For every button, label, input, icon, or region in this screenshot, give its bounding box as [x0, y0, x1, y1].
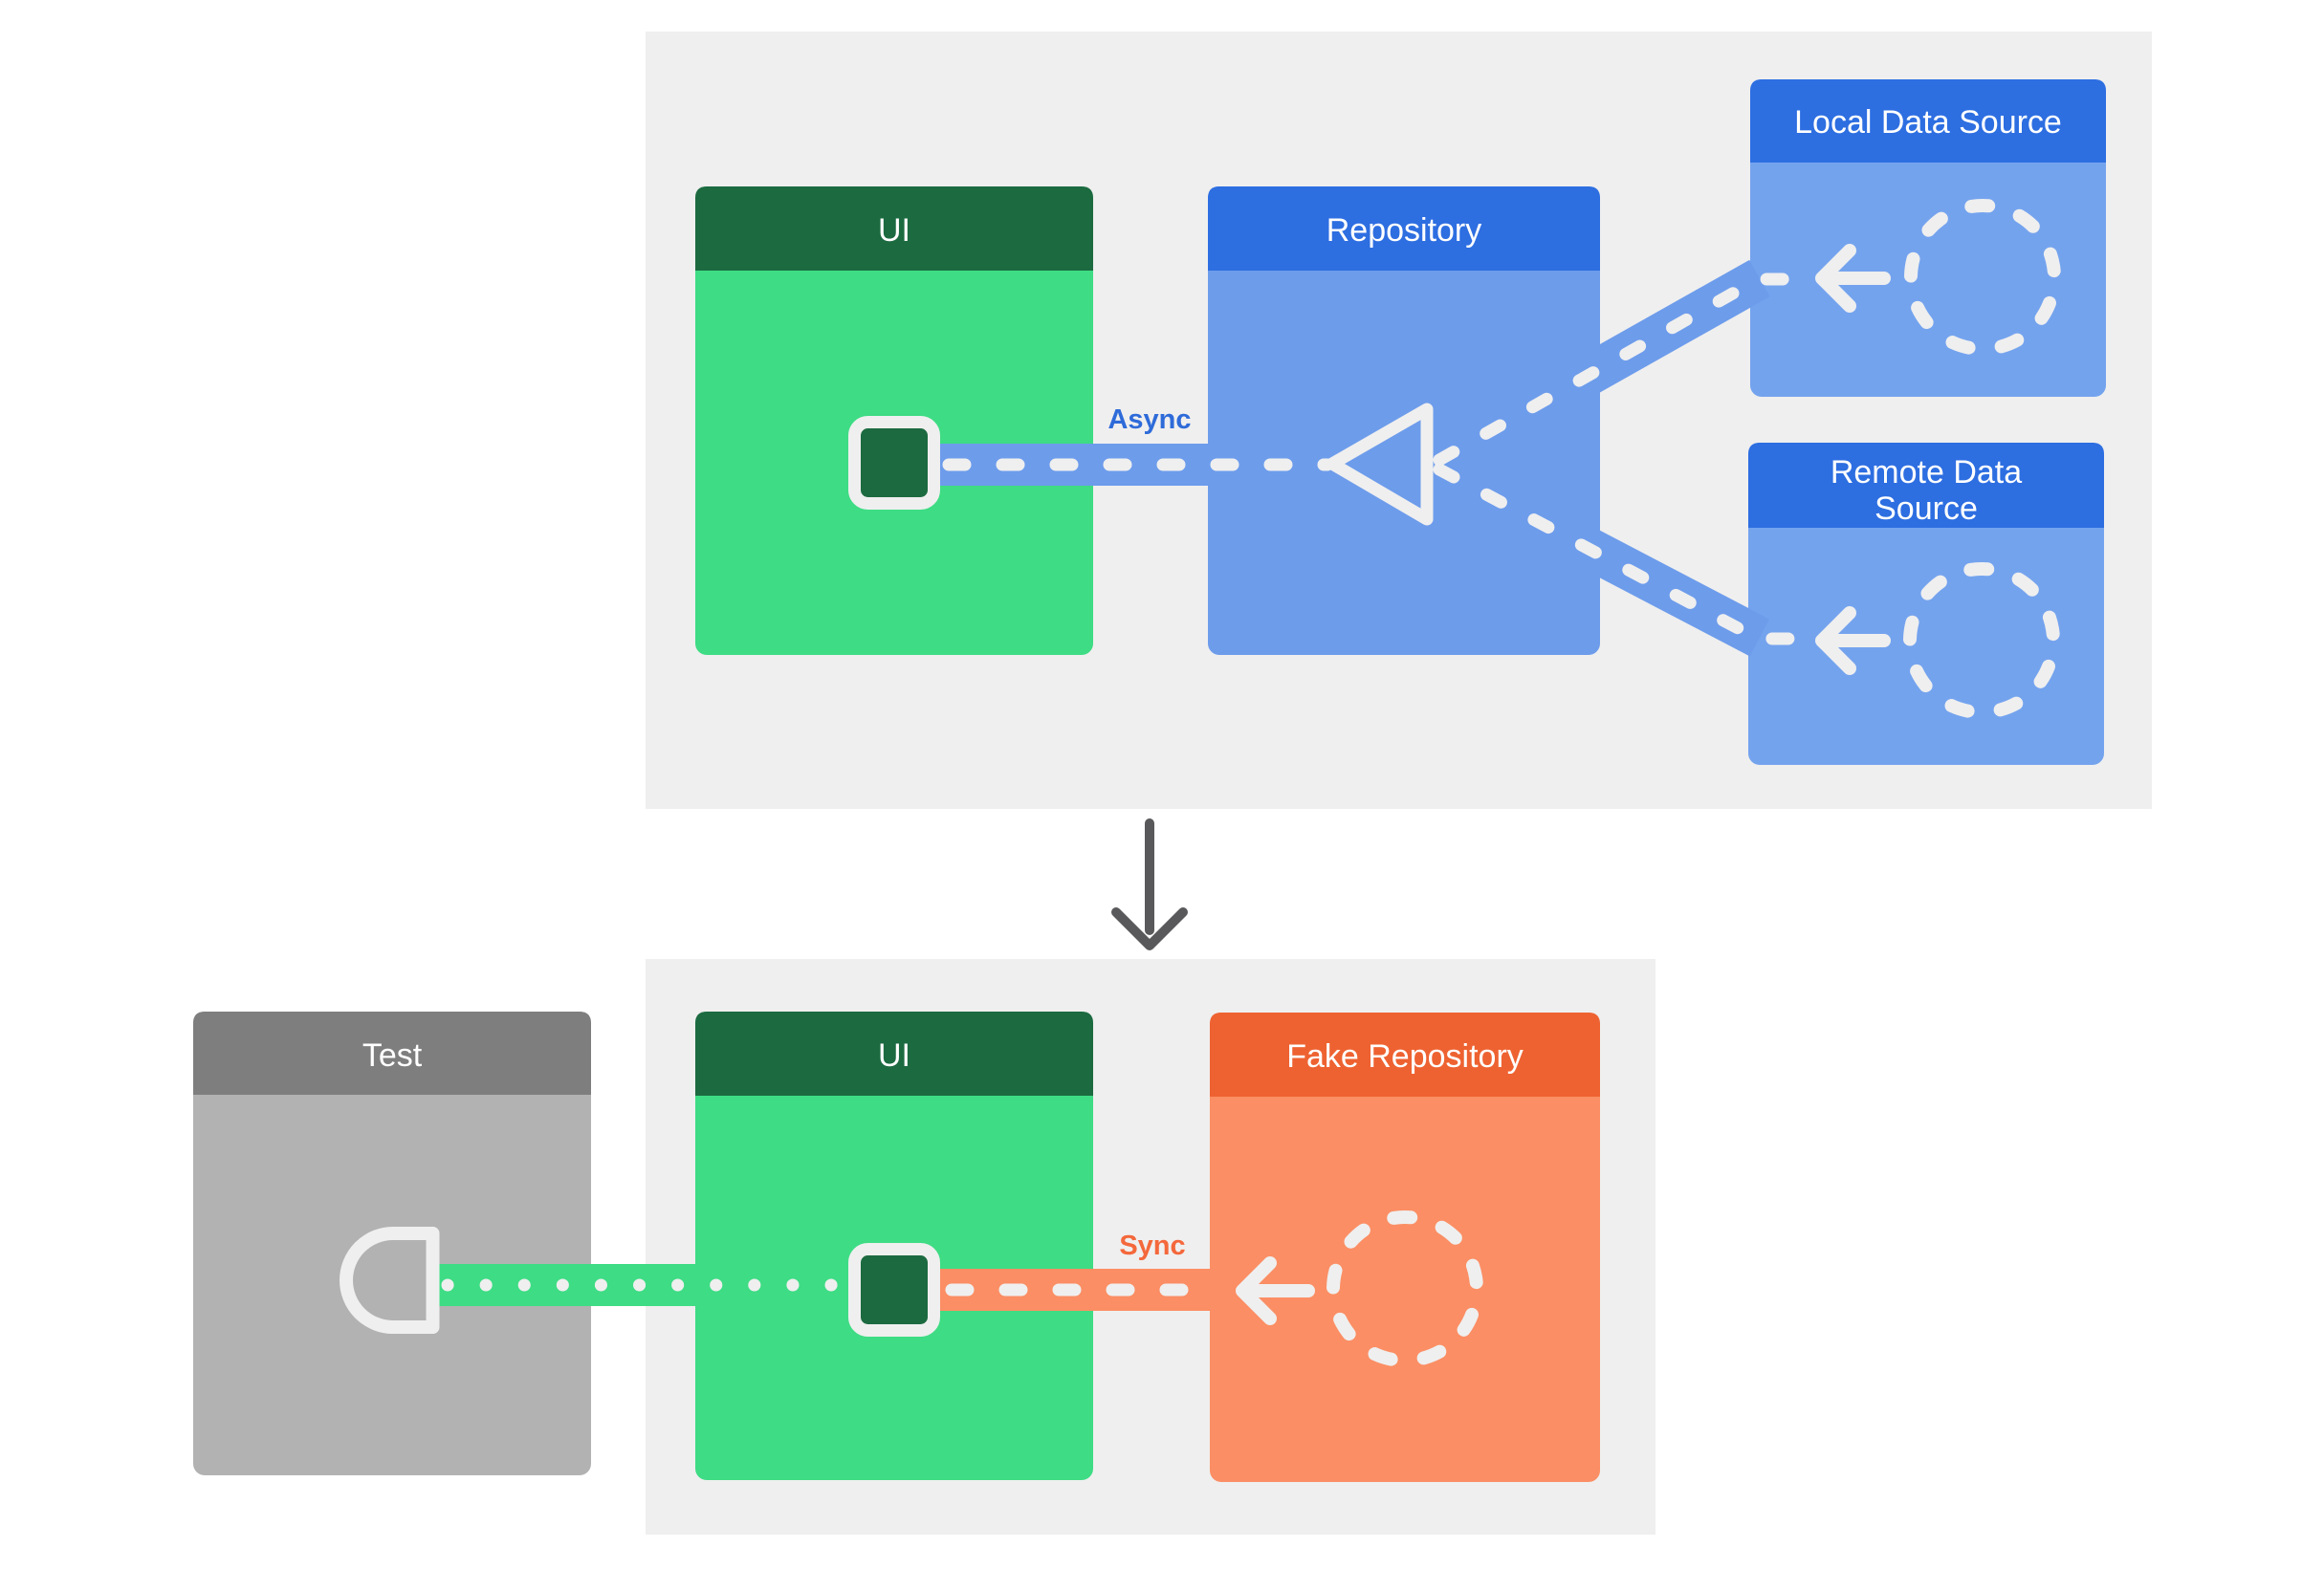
down-arrow-icon: [1111, 818, 1188, 950]
test-socket-cup: [340, 1227, 439, 1334]
local-data-source-header: [1750, 79, 2106, 163]
fake-repo-arrow-left-icon: [1236, 1256, 1315, 1325]
repository-box-header: [1208, 186, 1600, 271]
remote-data-source-header: [1748, 443, 2104, 528]
fake-repository-header: [1210, 1013, 1600, 1097]
async-dashes-remote-branch: [1433, 463, 1822, 645]
async-edge-label: Async: [1107, 404, 1191, 435]
ui-box-label: UI: [878, 212, 910, 249]
test-box-label: Test: [362, 1037, 423, 1074]
fake-repository-body: [1210, 1013, 1600, 1482]
merge-triangle-icon: [1326, 403, 1434, 526]
test-socket-icon: [340, 1227, 440, 1334]
remote-data-source-label-line1: Remote Data: [1831, 454, 2022, 490]
test-socket-bar: [426, 1227, 440, 1334]
ui-box-header: [695, 186, 1093, 271]
remote-data-source-label-line2: Source: [1875, 490, 1978, 527]
ui-box-bottom-label: UI: [878, 1037, 910, 1074]
local-data-source-box: Local Data Source: [1750, 79, 2106, 397]
ui-box-bottom-header: [695, 1012, 1093, 1096]
local-dashed-circle-icon: [1904, 199, 2061, 356]
sync-edge-label: Sync: [1119, 1231, 1185, 1261]
fake-repository-box: Fake Repository: [1210, 1013, 1600, 1482]
ui-port-icon-bottom: [848, 1243, 940, 1337]
remote-arrow-left-icon: [1815, 606, 1891, 675]
ui-port-icon-top: [848, 416, 940, 510]
local-arrow-left-icon: [1815, 244, 1891, 313]
test-box-header: [193, 1012, 591, 1095]
fake-repository-label: Fake Repository: [1286, 1038, 1524, 1075]
async-dashes-local-branch: [1433, 272, 1822, 467]
remote-data-source-box: Remote Data Source: [1748, 443, 2104, 765]
remote-dashed-circle-icon: [1903, 562, 2060, 719]
repository-box-label: Repository: [1326, 212, 1482, 249]
local-data-source-label: Local Data Source: [1794, 104, 2062, 141]
fake-repo-dashed-circle-icon: [1326, 1210, 1483, 1367]
